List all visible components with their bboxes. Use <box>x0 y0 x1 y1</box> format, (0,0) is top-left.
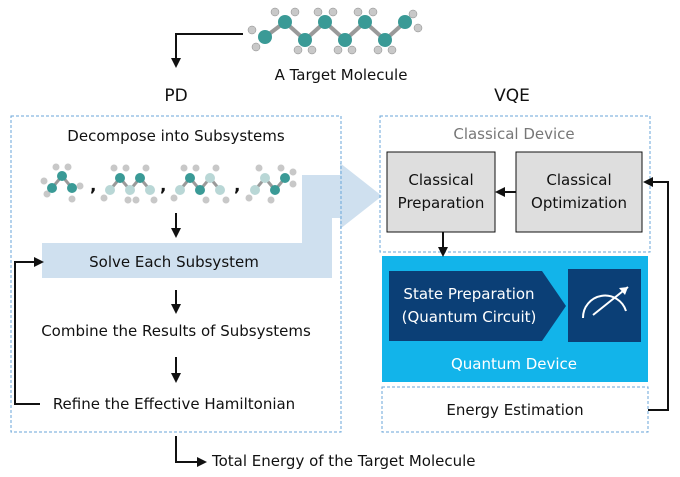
arrow-to-total-energy <box>175 436 207 467</box>
refine-label: Refine the Effective Hamiltonian <box>52 395 296 413</box>
subsystem-fragment-2 <box>100 164 158 204</box>
arrow-refine-loop <box>14 257 44 405</box>
pd-heading: PD <box>164 86 188 106</box>
solve-label: Solve Each Subsystem <box>89 253 259 271</box>
quantum-device-label: Quantum Device <box>450 355 578 373</box>
classical-device-label: Classical Device <box>453 125 575 143</box>
fragment-separator-3: , <box>234 176 241 196</box>
target-molecule-label: A Target Molecule <box>274 66 408 84</box>
classical-optimization-label: Classical Optimization <box>516 169 642 215</box>
classical-optimization-box <box>515 151 643 233</box>
arrow-molecule-to-pd <box>171 33 243 68</box>
subsystem-fragment-1 <box>40 163 84 203</box>
fragment-separator-2: , <box>160 176 167 196</box>
vqe-heading: VQE <box>494 86 530 106</box>
gauge-icon <box>581 294 627 319</box>
pd-container <box>10 115 342 433</box>
total-energy-label: Total Energy of the Target Molecule <box>212 452 476 470</box>
state-preparation-label: State Preparation (Quantum Circuit) <box>389 283 549 329</box>
energy-estimation-container <box>381 386 649 433</box>
classical-preparation-line-1: Classical <box>408 171 474 189</box>
arrow-energy-to-optimization <box>643 177 669 411</box>
classical-optimization-line-2: Optimization <box>531 194 627 212</box>
subsystem-fragment-4 <box>245 164 297 204</box>
classical-optimization-line-1: Classical <box>546 171 612 189</box>
pd-to-vqe-flow-arrow <box>42 163 382 278</box>
state-preparation-arrow <box>389 271 566 341</box>
classical-preparation-line-2: Preparation <box>397 194 485 212</box>
state-preparation-line-1: State Preparation <box>403 285 535 303</box>
state-preparation-line-2: (Quantum Circuit) <box>401 308 537 326</box>
energy-estimation-label: Energy Estimation <box>446 401 584 419</box>
combine-label: Combine the Results of Subsystems <box>41 322 311 340</box>
classical-preparation-box <box>386 151 496 233</box>
fragment-separator-1: , <box>90 176 97 196</box>
subsystem-fragment-3 <box>170 164 230 204</box>
molecule-icon <box>247 7 423 55</box>
decompose-label: Decompose into Subsystems <box>67 127 285 145</box>
classical-preparation-label: Classical Preparation <box>387 169 495 215</box>
